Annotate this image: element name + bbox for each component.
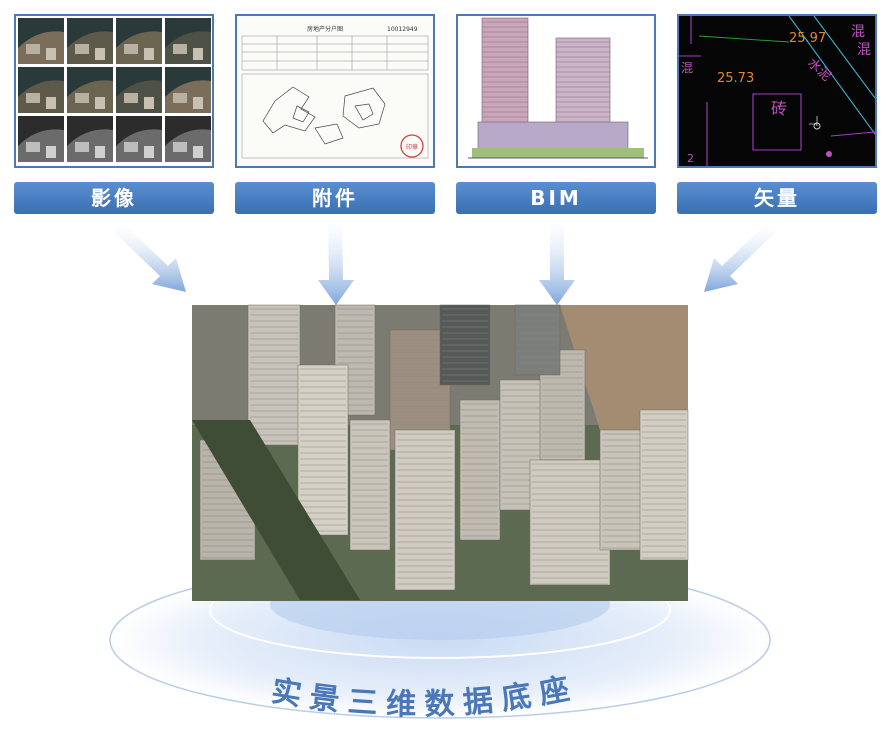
doc-title: 房地产分户图 [307,25,343,33]
satellite-imagery-grid-icon [14,14,214,168]
source-label-vector: 矢量 [677,182,877,214]
bim-building-icon [456,14,656,168]
vector-small-num: 2 [687,152,694,165]
arrow-bim [539,218,575,305]
source-card-imagery[interactable]: 影像 [14,14,214,214]
vector-map-icon: 25.97 25.73 水泥 砖 混 混 混 2 [677,14,877,168]
vector-left-label: 混 [681,61,693,75]
vector-building-label: 砖 [771,99,787,118]
source-card-attachment[interactable]: 房地产分户图 10012949 印章 [235,14,435,214]
arrow-attachment [318,218,354,305]
vector-elev-2: 25.73 [717,71,754,86]
source-card-bim[interactable]: BIM [456,14,656,214]
vector-elev-1: 25.97 [789,31,826,46]
source-label-imagery: 影像 [14,182,214,214]
source-card-vector[interactable]: 25.97 25.73 水泥 砖 混 混 混 2 矢量 [677,14,877,214]
source-label-attachment: 附件 [235,182,435,214]
document-drawing-icon: 房地产分户图 10012949 印章 [235,14,435,168]
arrow-imagery [114,222,186,292]
doc-number: 10012949 [387,26,418,33]
realistic-3d-city-photo [192,304,689,601]
vector-corner-label-1: 混 [851,24,865,40]
svg-text:印章: 印章 [406,143,418,151]
source-label-bim: BIM [456,182,656,214]
vector-corner-label-2: 混 [857,42,871,58]
arrow-vector [704,222,776,292]
